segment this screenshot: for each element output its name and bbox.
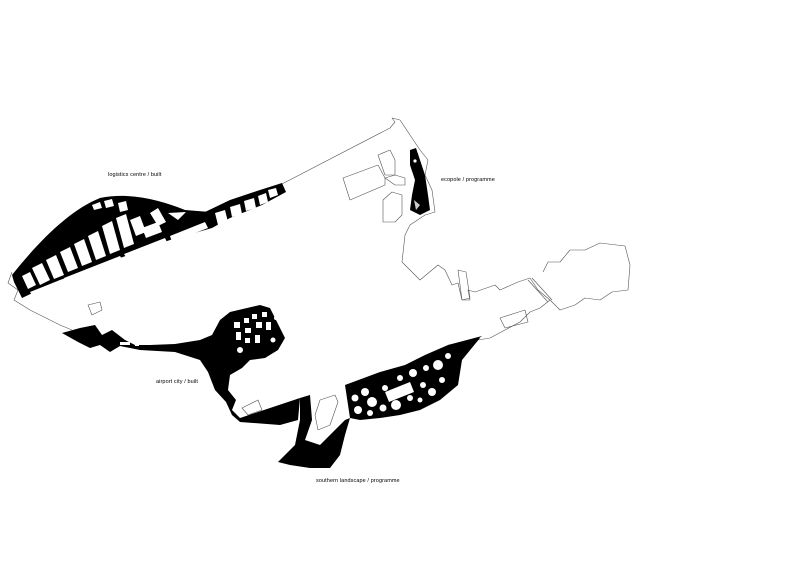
label-logistics-centre: logistics centre / built bbox=[108, 172, 162, 178]
logistics-centre-mass bbox=[12, 183, 286, 298]
southern-tail-mass bbox=[448, 336, 482, 352]
label-ecopole: ecopole / programme bbox=[441, 177, 495, 183]
label-airport-city: airport city / built bbox=[156, 379, 199, 385]
ecopole-mass bbox=[410, 148, 430, 215]
site-boundary-outline bbox=[7, 117, 631, 431]
label-southern-landscape: southern landscape / programme bbox=[316, 478, 400, 484]
southern-landscape-mass bbox=[278, 338, 480, 468]
airport-city-mass bbox=[62, 305, 300, 425]
